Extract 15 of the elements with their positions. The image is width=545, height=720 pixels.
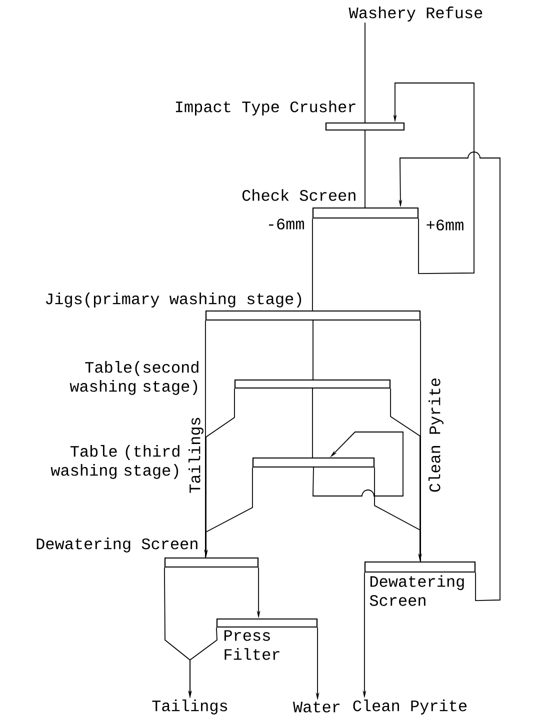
stream-label: Washery Refuse <box>348 6 482 22</box>
edge-label: +6mm <box>426 220 464 230</box>
edge-label: Clean Pyrite <box>428 378 444 492</box>
stream-label: Clean Pyrite <box>353 700 467 714</box>
edge-label: Tailings <box>188 418 204 493</box>
flow-line <box>420 320 421 562</box>
flow-line <box>364 22 366 123</box>
flow-line <box>205 320 206 558</box>
stream-label: Water <box>293 702 340 712</box>
stream-label: Tailings <box>152 700 228 714</box>
flow-line <box>364 130 366 208</box>
flow-line <box>312 320 314 380</box>
edge-label: -6mm <box>269 218 304 230</box>
flow-line <box>312 388 313 458</box>
flow-line <box>312 218 313 311</box>
